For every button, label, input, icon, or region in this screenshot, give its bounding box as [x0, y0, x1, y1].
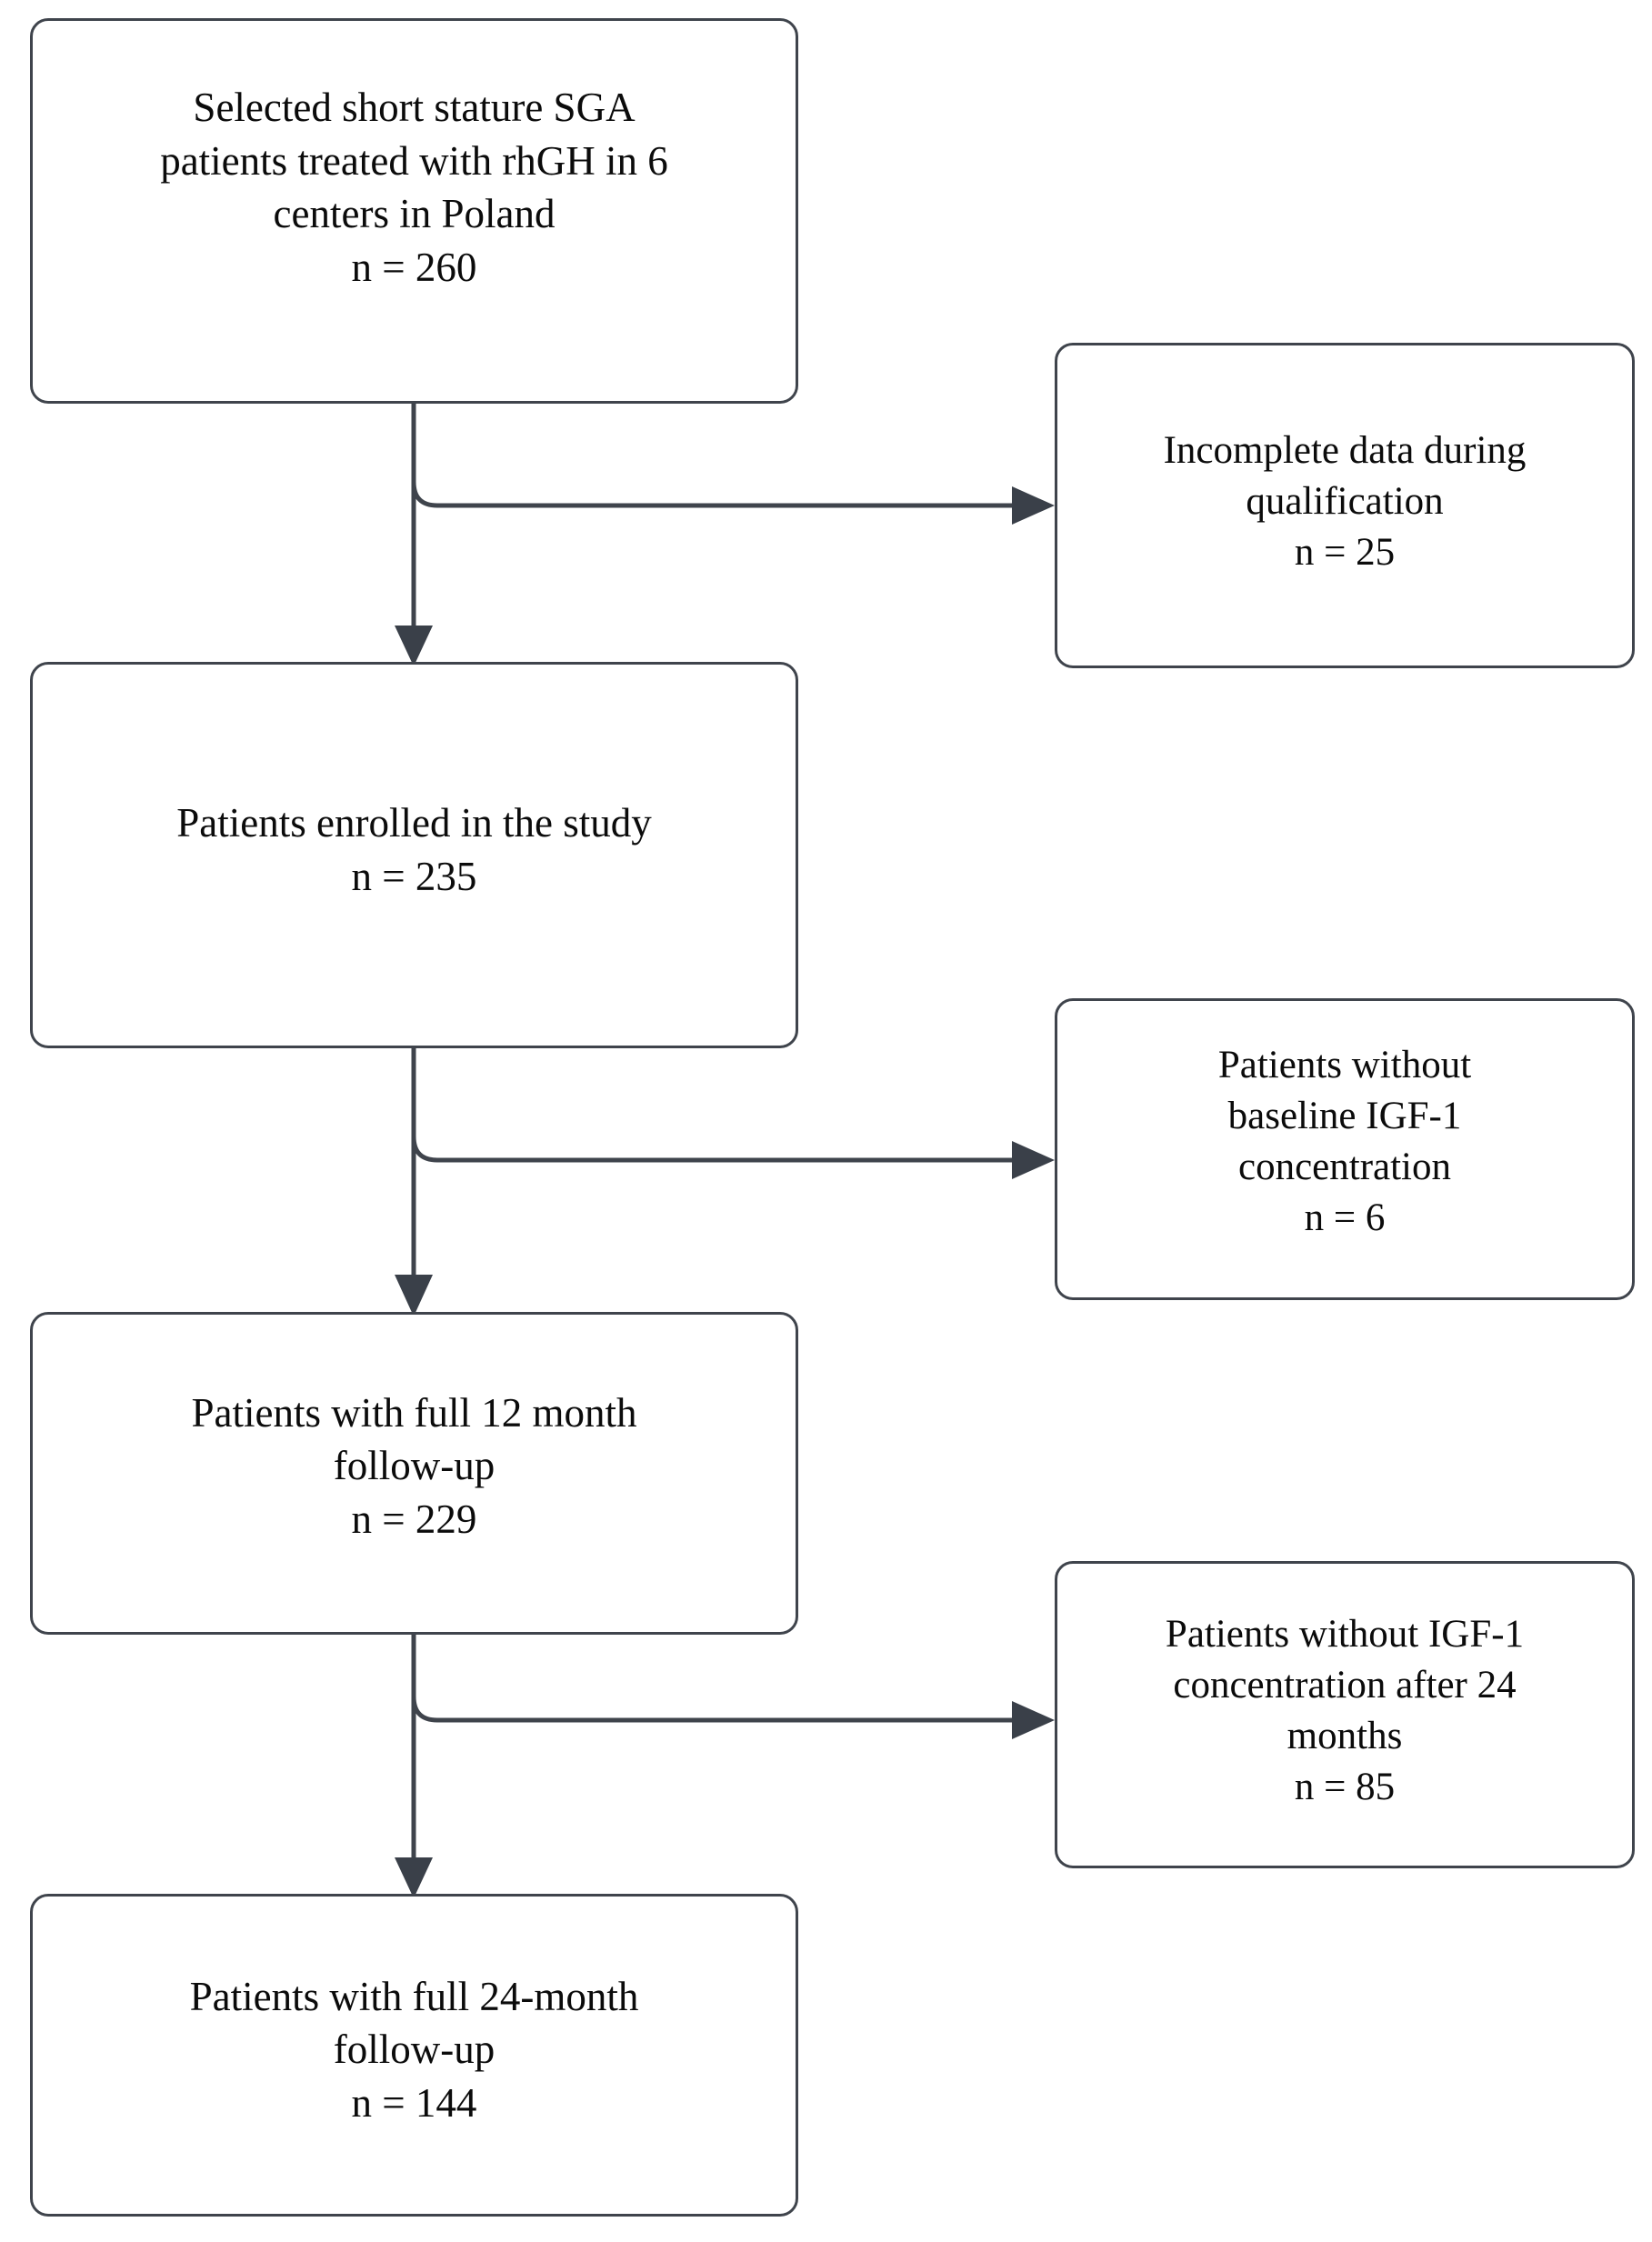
node-enrolled-source-text: Selected short stature SGA patients trea…: [160, 85, 668, 290]
node-excluded-incomplete: Incomplete data during qualification n =…: [1055, 343, 1635, 668]
connector-branch-to-24m: [411, 1696, 1055, 1739]
connector-source-to-enrolled: [395, 404, 433, 666]
connector-enrolled-to-followup12: [395, 1048, 433, 1316]
node-excluded-24m: Patients without IGF-1 concentration aft…: [1055, 1561, 1635, 1868]
node-followup-24: Patients with full 24-month follow-up n …: [30, 1894, 798, 2217]
node-followup-24-text: Patients with full 24-month follow-up n …: [189, 1973, 639, 2126]
node-enrolled: Patients enrolled in the study n = 235: [30, 662, 798, 1048]
node-followup-12: Patients with full 12 month follow-up n …: [30, 1312, 798, 1635]
node-followup-12-text: Patients with full 12 month follow-up n …: [191, 1389, 637, 1542]
node-excluded-baseline: Patients without baseline IGF-1 concentr…: [1055, 998, 1635, 1300]
node-excluded-24m-text: Patients without IGF-1 concentration aft…: [1165, 1613, 1525, 1808]
connector-followup12-to-followup24: [395, 1635, 433, 1898]
node-excluded-baseline-text: Patients without baseline IGF-1 concentr…: [1217, 1044, 1472, 1239]
node-excluded-incomplete-text: Incomplete data during qualification n =…: [1163, 429, 1527, 574]
connector-branch-to-baseline: [411, 1136, 1055, 1179]
connector-branch-to-incomplete: [411, 481, 1055, 525]
node-enrolled-text: Patients enrolled in the study n = 235: [176, 800, 652, 899]
node-enrolled-source: Selected short stature SGA patients trea…: [30, 18, 798, 404]
